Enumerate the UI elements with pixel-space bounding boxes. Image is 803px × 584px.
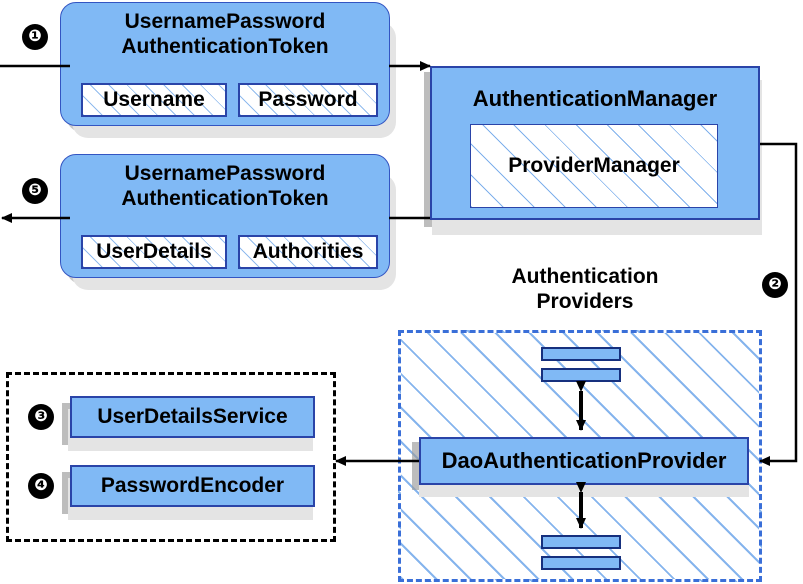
dao-authentication-provider-box[interactable]: DaoAuthenticationProvider [419,437,749,485]
authorities-field[interactable]: Authorities [238,235,378,269]
badge-4: ❹ [28,473,54,499]
passwordencoder-box[interactable]: PasswordEncoder [70,465,315,507]
request-token-box[interactable]: UsernamePassword AuthenticationToken Use… [60,2,390,126]
providers-section-title: Authentication Providers [470,264,700,314]
request-token-title-line1: UsernamePassword [124,10,326,33]
arrow-manager-to-provider [759,142,798,466]
badge-2: ❷ [762,272,788,298]
providers-title-line2: Providers [536,290,634,313]
provider-bar-bottom-2[interactable] [541,556,621,570]
badge-1: ❶ [22,24,48,50]
username-field[interactable]: Username [81,83,227,117]
authentication-manager-label: AuthenticationManager [472,86,718,111]
authentication-manager-box[interactable]: AuthenticationManager ProviderManager [430,66,760,220]
response-token-box[interactable]: UsernamePassword AuthenticationToken Use… [60,154,390,278]
response-token-title: UsernamePassword AuthenticationToken [61,161,389,211]
userdetailsservice-box[interactable]: UserDetailsService [70,396,315,438]
provider-bar-bottom-1[interactable] [541,535,621,549]
password-field[interactable]: Password [238,83,378,117]
response-token-title-line1: UsernamePassword [124,162,326,185]
response-token-title-line2: AuthenticationToken [121,187,329,210]
request-token-title: UsernamePassword AuthenticationToken [61,9,389,59]
badge-3: ❸ [28,404,54,430]
userdetails-field[interactable]: UserDetails [81,235,227,269]
badge-5: ❺ [22,178,48,204]
provider-manager-box[interactable]: ProviderManager [470,124,718,208]
provider-bar-top-2[interactable] [541,368,621,382]
providers-title-line1: Authentication [511,265,659,288]
request-token-title-line2: AuthenticationToken [121,35,329,58]
provider-bar-top-1[interactable] [541,347,621,361]
